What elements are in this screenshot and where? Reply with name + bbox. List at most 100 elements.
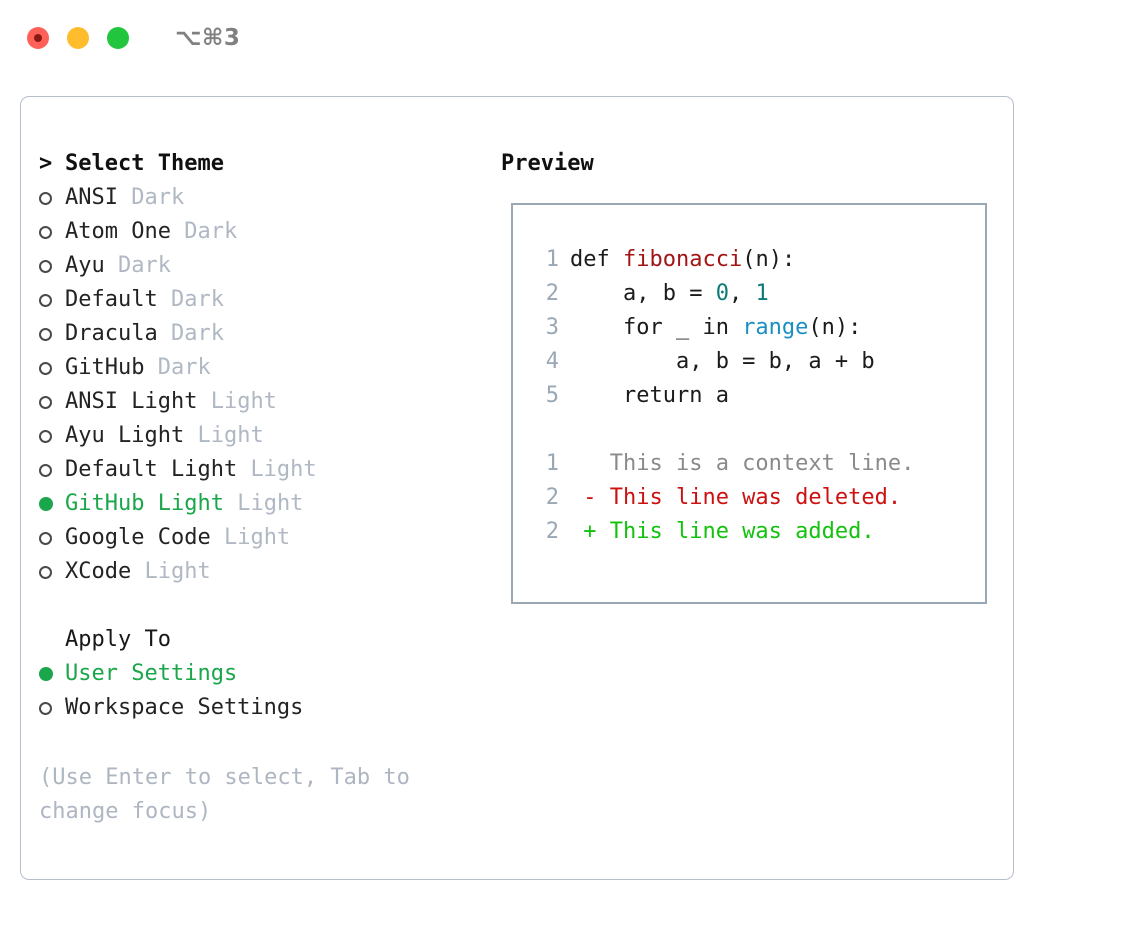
code-token-plain: a, b =	[570, 281, 716, 306]
code-line: 3 for _ in range(n):	[531, 311, 985, 345]
apply-to-label: Apply To	[65, 627, 171, 652]
code-text: return a	[559, 379, 729, 413]
zoom-button[interactable]	[107, 27, 129, 49]
line-number: 1	[545, 247, 559, 272]
theme-list-item[interactable]: GitHub Light Light	[39, 487, 479, 521]
code-text: a, b = 0, 1	[559, 277, 769, 311]
theme-list-item[interactable]: Dracula Dark	[39, 317, 479, 351]
radio-unselected-icon	[39, 327, 65, 341]
code-token-builtin: range	[742, 315, 809, 340]
line-number: 5	[545, 383, 559, 408]
theme-name: GitHub Light	[65, 491, 224, 516]
theme-list-item[interactable]: ANSI Dark	[39, 181, 479, 215]
close-button[interactable]	[27, 27, 49, 49]
apply-to-option-label: Workspace Settings	[65, 695, 304, 720]
theme-variant-tag: Light	[210, 389, 277, 414]
diff-text-context: This is a context line.	[570, 451, 915, 476]
help-text: (Use Enter to select, Tab to change focu…	[39, 765, 410, 824]
radio-unselected-icon	[39, 531, 65, 545]
theme-list-item[interactable]: Default Dark	[39, 283, 479, 317]
theme-variant-tag: Light	[223, 525, 291, 550]
radio-dot	[39, 395, 52, 409]
radio-selected-icon	[39, 497, 65, 511]
theme-name: Dracula	[65, 321, 158, 346]
radio-dot	[39, 667, 53, 681]
diff-text-deleted: - This line was deleted.	[570, 485, 902, 510]
apply-to-option[interactable]: Workspace Settings	[39, 691, 479, 725]
radio-dot	[39, 225, 52, 239]
theme-name: GitHub	[65, 355, 145, 380]
apply-to-option[interactable]: User Settings	[39, 657, 479, 691]
diff-line: 1 This is a context line.	[531, 447, 985, 481]
theme-name: Google Code	[65, 525, 211, 550]
line-number: 1	[545, 451, 559, 476]
radio-unselected-icon	[39, 395, 65, 409]
theme-list-item[interactable]: ANSI Light Light	[39, 385, 479, 419]
theme-variant-tag: Dark	[131, 185, 185, 210]
code-token-plain: ,	[728, 281, 756, 306]
theme-variant-tag: Light	[250, 457, 317, 482]
theme-list-item[interactable]: GitHub Dark	[39, 351, 479, 385]
radio-dot	[39, 463, 52, 477]
code-text: def fibonacci(n):	[559, 243, 795, 277]
radio-dot	[39, 293, 52, 307]
radio-dot	[39, 531, 52, 545]
theme-list-item[interactable]: Google Code Light	[39, 521, 479, 555]
code-blank-line	[531, 413, 985, 447]
traffic-lights	[27, 27, 129, 49]
code-token-plain: (n):	[808, 315, 862, 340]
code-line: 4 a, b = b, a + b	[531, 345, 985, 379]
minimize-button[interactable]	[67, 27, 89, 49]
theme-variant-tag: Dark	[170, 287, 224, 312]
radio-unselected-icon	[39, 191, 65, 205]
radio-dot	[39, 701, 52, 715]
radio-unselected-icon	[39, 293, 65, 307]
radio-dot	[39, 259, 52, 273]
line-number: 2	[545, 519, 559, 544]
code-text: for _ in range(n):	[559, 311, 861, 345]
title-bar: ⌥⌘3	[0, 0, 1140, 76]
code-line: 5 return a	[531, 379, 985, 413]
theme-list-item[interactable]: Ayu Light Light	[39, 419, 479, 453]
code-token-plain: def	[570, 247, 623, 272]
radio-dot	[39, 361, 52, 375]
theme-name: ANSI	[65, 185, 118, 210]
code-token-plain: a, b = b, a + b	[570, 349, 875, 374]
theme-name: Ayu Light	[65, 423, 185, 448]
theme-list-item[interactable]: Ayu Dark	[39, 249, 479, 283]
theme-variant-tag: Light	[197, 423, 264, 448]
radio-unselected-icon	[39, 361, 65, 375]
radio-unselected-icon	[39, 259, 65, 273]
code-token-num: 1	[755, 281, 769, 306]
radio-unselected-icon	[39, 565, 65, 579]
theme-list-item[interactable]: Atom One Dark	[39, 215, 479, 249]
theme-name: Default	[65, 287, 158, 312]
diff-text-added: + This line was added.	[570, 519, 875, 544]
theme-variant-tag: Dark	[170, 321, 224, 346]
line-number: 2	[545, 281, 559, 306]
code-token-plain: return a	[570, 383, 729, 408]
theme-variant-tag: Light	[237, 491, 304, 516]
theme-list-item[interactable]: Default Light Light	[39, 453, 479, 487]
theme-name: Atom One	[65, 219, 171, 244]
preview-title: Preview	[501, 151, 594, 176]
radio-dot	[39, 565, 52, 579]
theme-variant-tag: Light	[144, 559, 211, 584]
preview-column: Preview	[501, 147, 1001, 181]
diff-line: 2 - This line was deleted.	[531, 481, 985, 515]
theme-list-item[interactable]: XCode Light	[39, 555, 479, 589]
diff-line: 2 + This line was added.	[531, 515, 985, 549]
theme-variant-tag: Dark	[118, 253, 171, 278]
line-number: 3	[545, 315, 559, 340]
theme-picker-title: Select Theme	[65, 151, 224, 176]
theme-name: Default Light	[65, 457, 238, 482]
radio-unselected-icon	[39, 225, 65, 239]
radio-selected-icon	[39, 667, 65, 681]
code-token-plain: (n):	[742, 247, 796, 272]
